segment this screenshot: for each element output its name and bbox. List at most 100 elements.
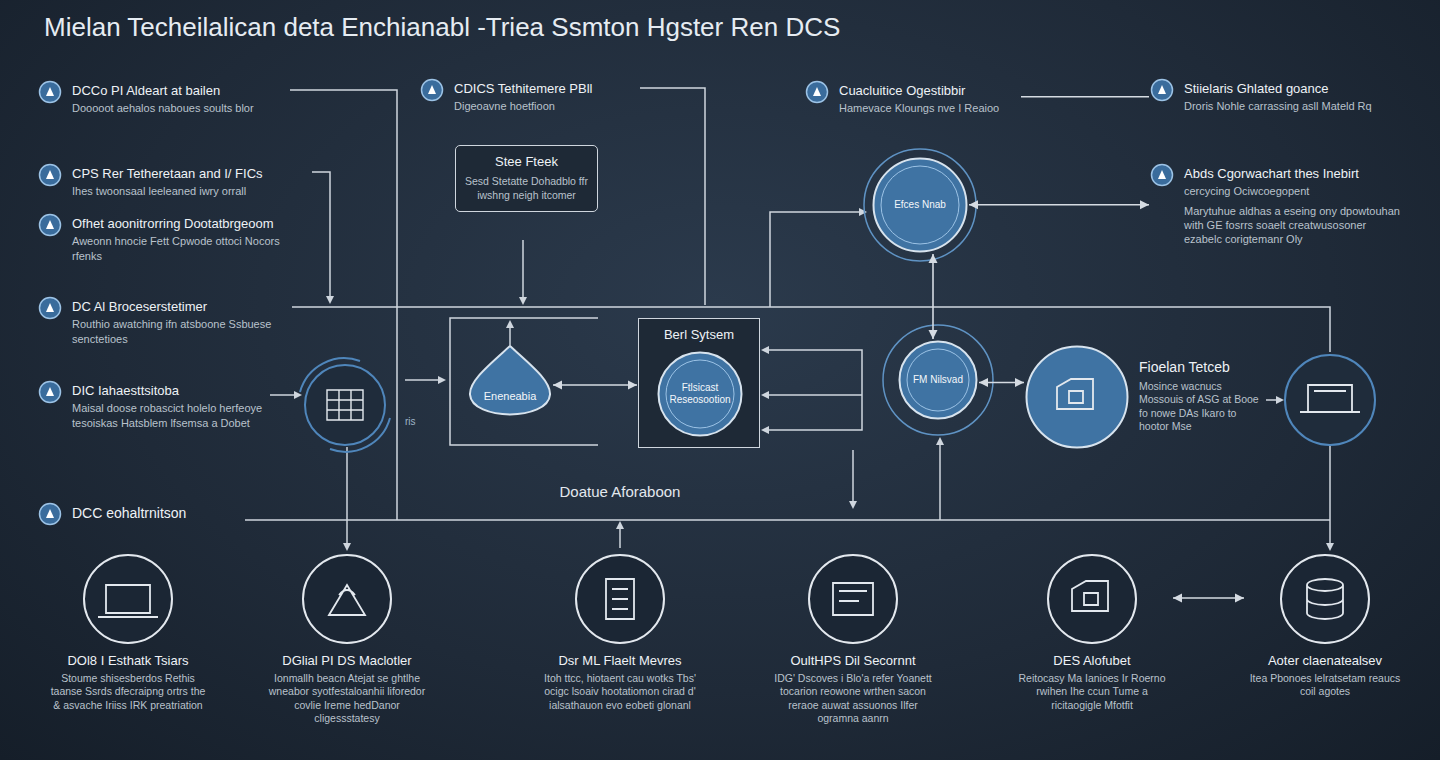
- connector: [929, 254, 938, 339]
- node-text: Eneneabia: [478, 390, 542, 403]
- bullet-circle: [807, 82, 828, 103]
- item-heading: Stiielaris Ghlated goance: [1184, 78, 1400, 97]
- connector-line: [969, 204, 1149, 206]
- arrowhead: [326, 296, 334, 304]
- bullet-item: Stiielaris Ghlated goanceDroris Nohle ca…: [1150, 78, 1400, 114]
- circle-outline: [303, 555, 391, 643]
- wires: [245, 88, 1330, 548]
- bullet-glyph: [46, 220, 54, 229]
- wire: [292, 307, 1330, 352]
- bullet-icon: [38, 163, 62, 187]
- circle-outline: [809, 555, 897, 643]
- wire: [939, 442, 941, 520]
- icon-glyph: [1307, 579, 1343, 619]
- bullet-item: DCC eohaltrnitson: [38, 502, 238, 523]
- circle-node: Efces Nnab: [872, 157, 968, 253]
- item-body: Droris Nohle carrassing asll Mateld Rq: [1184, 99, 1400, 113]
- item-heading: DGlial PI DS Maclotler: [267, 653, 427, 669]
- text-column: DCCo PI Aldeart at bailenDooooot aehalos…: [72, 80, 278, 116]
- icon-glyph: [1072, 581, 1108, 611]
- bullet-glyph: [1158, 85, 1166, 94]
- item-heading: DIC Iahaesttsitoba: [72, 380, 263, 399]
- text-column: Fioelan TetcebMosince wacnucs Mossouis o…: [1139, 359, 1263, 434]
- item-heading: Dsr ML Flaelt Mevres: [540, 653, 700, 669]
- arrowhead: [1140, 200, 1149, 209]
- wire: [1329, 445, 1331, 545]
- bullet-circle: [1152, 80, 1173, 101]
- arrowhead: [929, 254, 938, 263]
- arrowhead: [761, 426, 769, 434]
- icon-glyph: [606, 579, 634, 619]
- bullet-item: CPS Rer Tetheretaan and I/ FICsIhes twoo…: [38, 163, 308, 199]
- icon-circle: [807, 553, 899, 645]
- bullet-item: DIC IahaesttsitobaMaisal doose robascict…: [38, 380, 263, 430]
- bullet-circle: [40, 382, 61, 403]
- circle-node: Fioelan TetcebMosince wacnucs Mossouis o…: [1025, 345, 1265, 449]
- connector: [969, 200, 1149, 209]
- circle-outline: [84, 555, 172, 643]
- connector-line: [1173, 597, 1244, 599]
- wire: [509, 326, 511, 345]
- bullet-circle: [40, 298, 61, 319]
- node-label: Ftlsicast Reseosootion: [667, 351, 732, 437]
- arc: [300, 358, 390, 451]
- text-column: Stiielaris Ghlated goanceDroris Nohle ca…: [1184, 78, 1400, 114]
- bullet-item: Ofhet aoonitrorring DootatbrgeoomAweonn …: [38, 213, 308, 263]
- bullet-glyph: [46, 387, 54, 396]
- process-box: Stee FteekSesd Stetatte Dohadblo ffr iws…: [455, 145, 598, 212]
- item-heading: CPS Rer Tetheretaan and I/ FICs: [72, 163, 308, 182]
- inner-ring: [881, 166, 959, 244]
- item-heading: DC Al Broceserstetimer: [72, 296, 283, 315]
- arrowhead: [616, 521, 624, 529]
- item-heading: DES Alofubet: [1012, 653, 1172, 669]
- text-column: CDICS Tethitemere PBllDigeoavne hoetfioo…: [454, 78, 632, 114]
- connector: [979, 378, 1024, 387]
- inner-ring: [666, 360, 734, 428]
- arrowhead: [628, 381, 637, 390]
- connector: [1021, 96, 1149, 97]
- circle-node: Aoter claenatealsevItea Pbonoes lelratse…: [1245, 553, 1405, 699]
- node-text: Efces Nnab: [884, 199, 957, 211]
- bullet-icon: [1150, 163, 1174, 187]
- circle-node: DOl8 I Esthatk TsiarsStoume shisesberdos…: [48, 553, 208, 712]
- wire: [405, 379, 440, 381]
- item-body: Digeoavne hoetfioon: [454, 99, 632, 113]
- bullet-circle: [40, 82, 61, 103]
- node-label: Efces Nnab: [884, 157, 957, 253]
- item-body: Stoume shisesberdos Rethis taanse Ssrds …: [48, 672, 208, 711]
- bullet-icon: [805, 80, 829, 104]
- arrowhead: [438, 376, 446, 384]
- bullet-glyph: [46, 87, 54, 96]
- bullet-circle: [1152, 165, 1173, 186]
- connector: [553, 381, 637, 390]
- bullet-glyph: [46, 509, 54, 518]
- monitor-glyph: [1300, 385, 1360, 412]
- item-body: IDG' Dscoves i Blo'a refer Yoanett tocar…: [773, 672, 933, 725]
- wire: [852, 450, 854, 503]
- text-column: Abds Cgorwachart thes Inebirtcercycing O…: [1184, 163, 1400, 246]
- box-heading: Berl Sytsem: [639, 327, 759, 343]
- item-body: Itea Pbonoes lelratsetam reaucs coil ago…: [1245, 672, 1405, 698]
- wire: [312, 172, 330, 298]
- bullet-icon: [1150, 78, 1174, 102]
- icon-circle: [305, 365, 385, 445]
- bullet-item: DCCo PI Aldeart at bailenDooooot aehalos…: [38, 80, 278, 116]
- circle-node: OultHPS Dil SecornntIDG' Dscoves i Blo'a…: [773, 553, 933, 725]
- item-heading: DCC eohaltrnitson: [72, 502, 238, 523]
- wire: [245, 519, 1330, 521]
- bullet-glyph: [46, 170, 54, 179]
- wire: [290, 90, 397, 520]
- item-body: Reitocasy Ma Ianioes Ir Roerno rwihen Ih…: [1012, 672, 1172, 711]
- bullet-item: Cuacluitice OgestibbirHamevace Kloungs n…: [805, 80, 1020, 116]
- circle-outline: [659, 353, 742, 436]
- bullet-glyph: [428, 85, 436, 94]
- connector-line: [932, 254, 934, 339]
- item-heading: CDICS Tethitemere PBll: [454, 78, 632, 97]
- circle-outline: [1281, 555, 1369, 643]
- bullet-circle: [40, 215, 61, 236]
- node-outline: [1025, 345, 1129, 449]
- connector-line: [1021, 96, 1149, 98]
- item-body: Itoh ttcc, hiotaent cau wotks Tbs' ocigc…: [540, 672, 700, 711]
- node-outline: [468, 345, 552, 425]
- arrowhead: [849, 501, 857, 509]
